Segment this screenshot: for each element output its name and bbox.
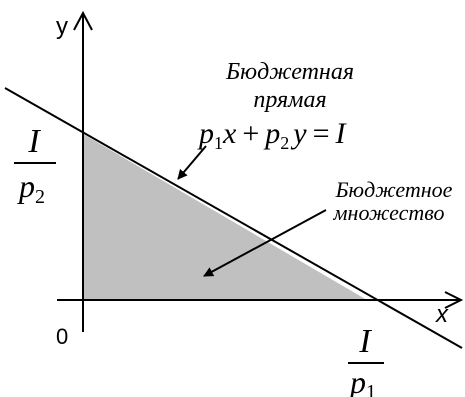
y-intercept-fraction: I p2 bbox=[14, 123, 56, 208]
budget-set-region bbox=[83, 134, 367, 300]
y-intercept-numerator: I bbox=[27, 123, 41, 160]
budget-set-pointer-arrow bbox=[203, 209, 327, 277]
x-intercept-fraction: I p1 bbox=[348, 323, 384, 397]
origin-label: 0 bbox=[56, 324, 68, 349]
budget-set-label-line1: Бюджетное bbox=[335, 177, 453, 202]
x-intercept-numerator: I bbox=[358, 323, 372, 360]
x-axis-arrow-icon bbox=[444, 291, 464, 309]
x-axis-label: x bbox=[435, 301, 449, 328]
budget-set-label-line2: множество bbox=[333, 200, 445, 225]
x-intercept-denominator: p1 bbox=[348, 364, 376, 397]
y-intercept-denominator: p2 bbox=[17, 168, 45, 208]
budget-line bbox=[4, 87, 463, 349]
budget-line-label-line1: Бюджетная bbox=[225, 59, 354, 85]
y-axis-arrow-icon bbox=[73, 10, 93, 31]
budget-line-pointer-arrow bbox=[177, 145, 207, 180]
budget-line-label-line2: прямая bbox=[253, 87, 326, 113]
y-axis-label: y bbox=[56, 13, 68, 40]
